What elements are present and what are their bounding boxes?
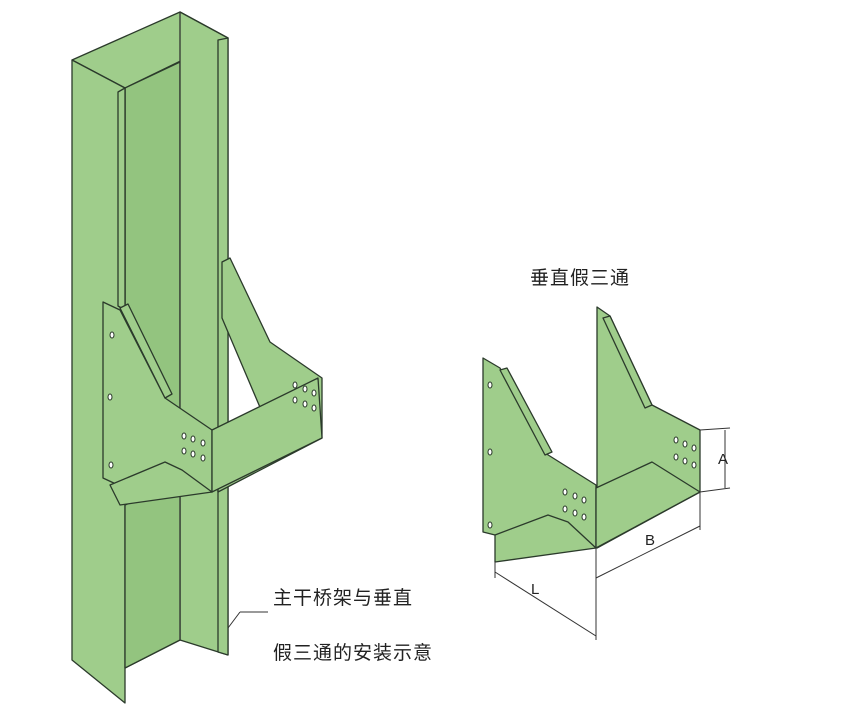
- bolt-holes: [107, 331, 317, 469]
- dimension-b-label: B: [645, 532, 655, 549]
- vertical-tee-part: A B L: [482, 306, 731, 640]
- dimension-lines: [494, 427, 731, 640]
- caption-line-2: 假三通的安装示意: [273, 642, 434, 664]
- dimension-a-label: A: [718, 451, 728, 468]
- mounted-vertical-tee: [102, 257, 323, 506]
- leader-line: [227, 611, 241, 629]
- caption-line-1: 主干桥架与垂直: [273, 587, 414, 609]
- part-title: 垂直假三通: [530, 267, 631, 289]
- dimension-l-label: L: [531, 581, 539, 598]
- bolt-holes: [487, 381, 697, 529]
